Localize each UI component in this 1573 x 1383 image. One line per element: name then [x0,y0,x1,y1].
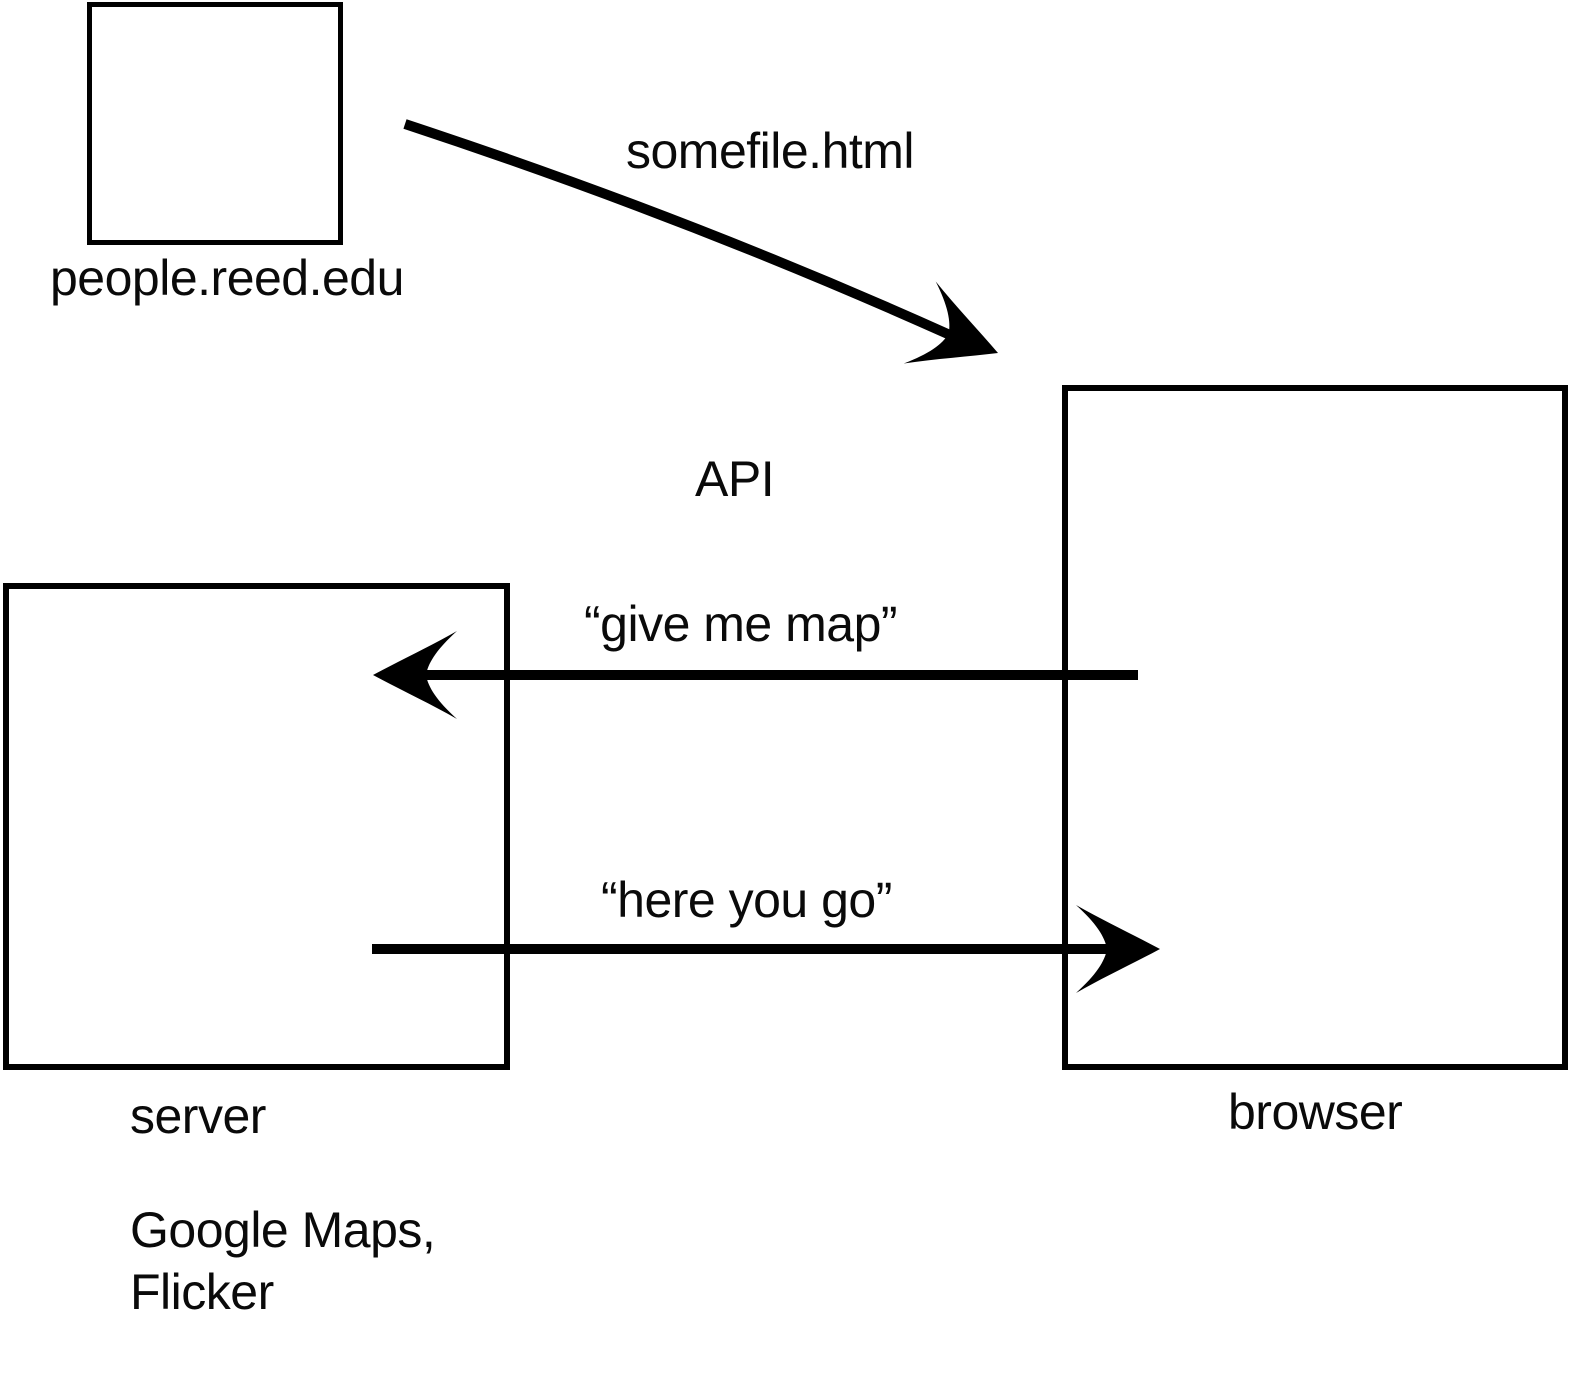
here-you-go-label: “here you go” [601,872,892,928]
api-label: API [695,451,775,507]
here-you-go-arrow [372,905,1160,993]
somefile-arrow [403,119,1014,394]
people-label: people.reed.edu [50,250,404,306]
people-box [87,2,343,245]
give-me-map-label: “give me map” [584,596,898,652]
somefile-label: somefile.html [626,123,915,179]
browser-label: browser [1228,1084,1403,1140]
server-examples-line1: Google Maps, [130,1202,436,1258]
browser-box [1062,385,1568,1070]
give-me-map-arrow [373,631,1138,719]
server-examples-line2: Flicker [130,1264,274,1320]
server-label: server [130,1088,266,1144]
